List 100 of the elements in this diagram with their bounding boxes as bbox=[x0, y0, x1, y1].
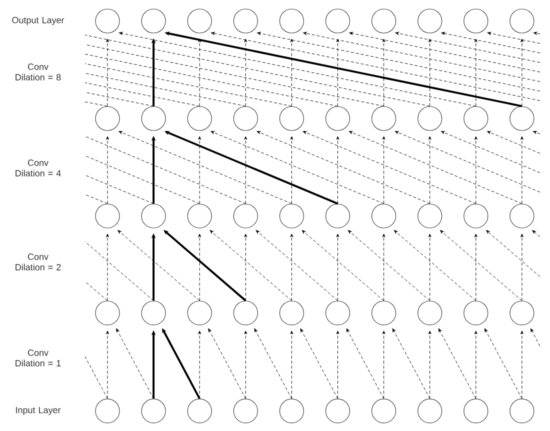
neuron-circle bbox=[464, 106, 488, 131]
arrow bbox=[520, 38, 524, 106]
arrow bbox=[532, 230, 540, 238]
neuron-circle bbox=[464, 300, 488, 326]
neuron-circle bbox=[187, 300, 212, 326]
neuron-circle bbox=[279, 300, 304, 326]
neuron-circle bbox=[279, 204, 304, 228]
arrow bbox=[520, 330, 524, 399]
arrow bbox=[349, 32, 540, 72]
arrow bbox=[210, 131, 384, 204]
neuron-circle bbox=[279, 398, 304, 424]
neuron-circle bbox=[372, 106, 396, 131]
layer-label: Conv Dilation = 4 bbox=[16, 160, 61, 176]
arrow bbox=[302, 230, 384, 301]
neuron-circle bbox=[464, 398, 488, 424]
neuron-circle bbox=[510, 398, 534, 424]
arrow bbox=[302, 131, 476, 204]
arrow bbox=[210, 230, 292, 301]
neuron-circle bbox=[141, 106, 166, 131]
arrow bbox=[336, 38, 340, 106]
neuron-circle bbox=[418, 398, 442, 424]
arrow bbox=[533, 131, 540, 134]
arrow bbox=[428, 38, 432, 106]
arrow bbox=[346, 328, 384, 399]
neuron-circle bbox=[95, 398, 120, 424]
arrow bbox=[198, 38, 202, 106]
layer-label: Conv Dilation = 2 bbox=[16, 254, 61, 270]
arrow bbox=[474, 330, 478, 399]
arrow bbox=[394, 131, 540, 192]
arrow bbox=[118, 230, 200, 301]
neuron-circle bbox=[464, 204, 488, 228]
layer-label: Output Layer bbox=[12, 16, 64, 26]
arrow bbox=[300, 328, 338, 399]
neuron-circle bbox=[187, 398, 212, 424]
arrow bbox=[208, 328, 246, 399]
arrow bbox=[530, 328, 540, 346]
neuron-circle bbox=[418, 106, 442, 131]
arrow bbox=[106, 330, 109, 399]
neuron-circle bbox=[233, 398, 258, 424]
arrow bbox=[290, 136, 294, 204]
layer-label: Conv Dilation = 1 bbox=[16, 350, 61, 366]
neuron-circle bbox=[510, 106, 534, 131]
neuron-circle bbox=[325, 398, 350, 424]
arrow bbox=[348, 131, 522, 204]
neuron-circle bbox=[95, 300, 120, 326]
arrow bbox=[428, 330, 432, 399]
neuron-circle bbox=[510, 8, 534, 34]
neuron-circle bbox=[233, 106, 258, 131]
arrow bbox=[257, 32, 540, 92]
arrow bbox=[382, 38, 386, 106]
arrow bbox=[474, 136, 478, 204]
arrow bbox=[395, 32, 540, 63]
neuron-circle bbox=[187, 204, 212, 228]
arrow bbox=[336, 136, 340, 204]
neuron-circle bbox=[279, 8, 304, 34]
arrow bbox=[336, 234, 340, 301]
arrow bbox=[256, 230, 338, 301]
arrow bbox=[520, 234, 524, 301]
neuron-circle bbox=[141, 398, 166, 424]
arrow bbox=[244, 38, 248, 106]
arrow bbox=[290, 38, 294, 106]
neuron-circle bbox=[372, 398, 396, 424]
arrow bbox=[244, 330, 248, 399]
arrow bbox=[382, 234, 386, 301]
arrow bbox=[392, 328, 430, 399]
neuron-circle bbox=[325, 8, 350, 34]
neuron-circle bbox=[141, 204, 166, 228]
arrow bbox=[198, 136, 202, 204]
arrow bbox=[198, 234, 202, 301]
layer-label: Input Layer bbox=[16, 406, 61, 416]
arrow bbox=[440, 230, 522, 301]
neuron-circle bbox=[418, 300, 442, 326]
arrow bbox=[256, 131, 430, 204]
arrow bbox=[474, 234, 478, 301]
arrow bbox=[474, 38, 478, 106]
arrow bbox=[106, 136, 109, 204]
arrow bbox=[441, 32, 540, 54]
neuron-circle bbox=[510, 300, 534, 326]
neuron-circle bbox=[233, 204, 258, 228]
arrow bbox=[336, 330, 340, 399]
arrow bbox=[382, 136, 386, 204]
neuron-circle bbox=[325, 106, 350, 131]
neuron-circle bbox=[418, 204, 442, 228]
arrow bbox=[533, 32, 540, 35]
arrow bbox=[118, 131, 292, 204]
arrow bbox=[211, 32, 540, 101]
neuron-circle bbox=[372, 300, 396, 326]
neuron-circle bbox=[95, 204, 120, 228]
neuron-circle bbox=[233, 8, 258, 34]
neuron-circle bbox=[141, 8, 166, 34]
neuron-circle bbox=[510, 204, 534, 228]
arrow bbox=[303, 32, 540, 82]
neuron-circle bbox=[141, 300, 166, 326]
arrow bbox=[440, 131, 540, 174]
neuron-circle bbox=[418, 8, 442, 34]
arrow bbox=[394, 230, 476, 301]
arrow bbox=[290, 234, 294, 301]
arrow bbox=[348, 230, 430, 301]
arrow bbox=[106, 234, 109, 301]
arrow bbox=[198, 330, 202, 399]
